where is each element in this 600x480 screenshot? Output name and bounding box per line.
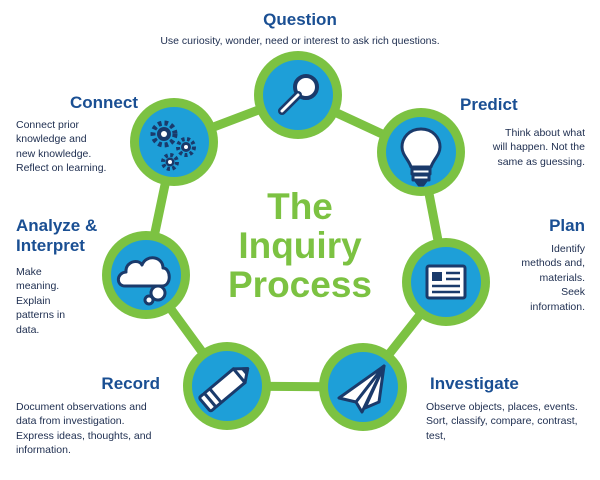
pencil-icon — [198, 367, 250, 413]
record-node — [183, 342, 271, 430]
record-description: Document observations and data from inve… — [16, 400, 176, 458]
analyze-description-line: meaning. — [16, 280, 60, 293]
connect-description-line: Connect prior — [16, 119, 80, 131]
analyze-title-line: Analyze & — [16, 216, 98, 235]
plan-description-line: Identify — [551, 243, 585, 255]
connect-description-line: knowledge and — [16, 133, 87, 146]
investigate-description-line: Sort, classify, compare, contrast, — [426, 415, 578, 428]
center-title-line1: The — [267, 186, 333, 227]
predict-title: Predict — [460, 95, 518, 114]
predict-description-line: will happen. Not the — [492, 141, 585, 154]
investigate-title: Investigate — [430, 374, 519, 393]
lightbulb-icon — [400, 127, 442, 187]
cloud-icon — [116, 256, 171, 306]
gears-icon — [150, 120, 196, 171]
analyze-description-line: Make — [16, 266, 42, 278]
connect-description-line: Reflect on learning. — [16, 162, 107, 175]
analyze-description: Make meaning. Explain patterns in data. — [16, 265, 96, 337]
investigate-description-line: test, — [426, 429, 446, 442]
magnifier-icon — [278, 74, 319, 115]
analyze-description-line: data. — [16, 323, 40, 336]
plan-description-line: Seek — [561, 286, 585, 299]
center-title-line3: Process — [228, 264, 372, 306]
record-title: Record — [101, 374, 160, 393]
analyze-node — [102, 231, 190, 319]
record-description-line: data from investigation. — [16, 415, 125, 428]
plan-node — [402, 238, 490, 326]
center-title-line2: Inquiry — [238, 225, 362, 267]
plan-description-line: information. — [530, 300, 585, 313]
analyze-description-line: patterns in — [16, 309, 66, 322]
record-description-line: Express ideas, thoughts, and — [16, 429, 152, 442]
connect-description: Connect prior knowledge and new knowledg… — [16, 118, 131, 176]
predict-description-line: same as guessing. — [497, 155, 585, 168]
predict-node — [377, 108, 465, 196]
investigate-description: Observe objects, places, events. Sort, c… — [426, 400, 596, 443]
investigate-description-line: Observe objects, places, events. — [426, 401, 578, 413]
predict-description-line: Think about what — [505, 127, 585, 139]
paper-plane-icon — [337, 364, 386, 414]
plan-description: Identify methods and, materials. Seek in… — [495, 242, 585, 314]
document-icon — [425, 264, 467, 300]
analyze-description-line: Explain — [16, 294, 51, 307]
connect-description-line: new knowledge. — [16, 147, 92, 160]
plan-description-line: materials. — [539, 271, 585, 284]
record-description-line: information. — [16, 444, 71, 457]
predict-description: Think about what will happen. Not the sa… — [470, 126, 585, 169]
connect-title: Connect — [70, 93, 138, 112]
analyze-title-line: Interpret — [16, 235, 85, 255]
analyze-title: Analyze & Interpret — [16, 216, 97, 255]
question-title: Question — [263, 10, 337, 29]
record-description-line: Document observations and — [16, 401, 147, 413]
question-node — [254, 51, 342, 139]
question-description: Use curiosity, wonder, need or interest … — [160, 35, 440, 47]
plan-description-line: methods and, — [521, 257, 585, 270]
plan-title: Plan — [549, 216, 585, 235]
center-title: The Inquiry Process — [175, 187, 425, 305]
connect-node — [130, 98, 218, 186]
investigate-node — [319, 343, 407, 431]
